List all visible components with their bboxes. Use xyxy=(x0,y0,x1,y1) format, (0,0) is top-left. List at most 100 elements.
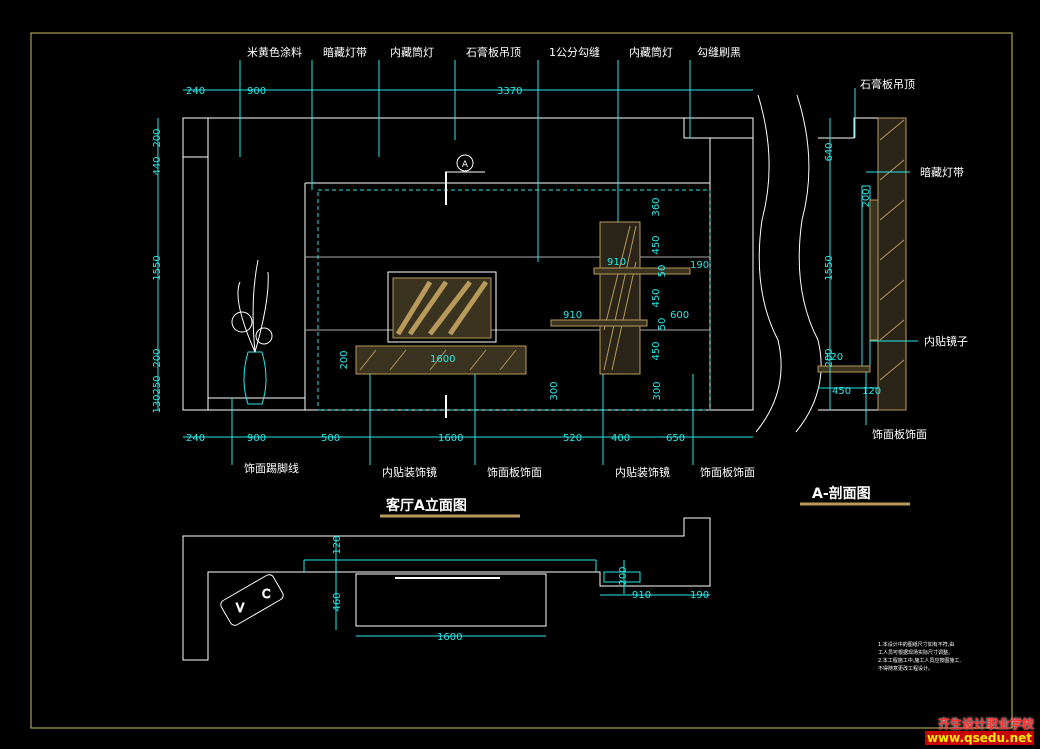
note-line-1: 1.本设计中的图纸尺寸如有不符,由 xyxy=(878,641,954,648)
dim-shelf-910: 910 xyxy=(563,310,582,321)
dim-shelf-190: 190 xyxy=(690,260,709,271)
dim-bottom-900: 900 xyxy=(247,433,266,444)
dim-col-360: 360 xyxy=(651,197,662,216)
break-lines xyxy=(755,94,822,433)
drawing-frame xyxy=(30,32,1013,729)
dimension-lines xyxy=(157,89,878,637)
dim-left-1550: 1550 xyxy=(152,255,163,280)
plan-view: V C xyxy=(182,517,711,661)
dim-col-450c: 450 xyxy=(651,341,662,360)
dim-col-450b: 450 xyxy=(651,288,662,307)
shelf-middle xyxy=(550,319,648,327)
dim-cabinet-1600: 1600 xyxy=(430,354,455,365)
dim-plan-910: 910 xyxy=(632,590,651,601)
dim-cabinet-200: 200 xyxy=(339,350,350,369)
hidden-light-strip xyxy=(317,189,711,411)
label-mirror-1: 内贴装饰镜 xyxy=(382,465,437,479)
note-line-2: 工人员可根据现场实际尺寸调整。 xyxy=(878,649,953,656)
dim-section-120: 120 xyxy=(862,386,881,397)
tv-set xyxy=(387,271,497,343)
break-line-2 xyxy=(795,94,822,433)
dim-section-200: 200 xyxy=(824,348,835,367)
dim-section-640: 640 xyxy=(824,142,835,161)
label-mirror-2: 内贴装饰镜 xyxy=(615,465,670,479)
dim-left-200: 200 xyxy=(152,128,163,147)
section-label-light-strip: 暗藏灯带 xyxy=(920,165,964,179)
dim-left-200b: 200 xyxy=(152,348,163,367)
plan-cabinet xyxy=(355,573,547,627)
dim-section-120b: 120 xyxy=(824,352,843,363)
plan-sofa-symbol xyxy=(220,574,284,626)
shelf-top xyxy=(593,267,691,275)
dim-left-440: 440 xyxy=(152,156,163,175)
vase-flower-2 xyxy=(255,327,273,345)
dim-section-200b: 200 xyxy=(861,188,872,207)
dim-left-130: 130 xyxy=(152,394,163,413)
dim-bottom-650: 650 xyxy=(666,433,685,444)
plan-marker-v: V xyxy=(236,601,245,615)
dim-plan-460: 460 xyxy=(332,592,343,611)
section-cabinet xyxy=(817,365,871,373)
dim-cabinet-300: 300 xyxy=(549,381,560,400)
vase-flower-1 xyxy=(231,311,253,333)
dim-top-240: 240 xyxy=(186,86,205,97)
label-gypsum-ceiling: 石膏板吊顶 xyxy=(466,45,521,59)
dim-bottom-500: 500 xyxy=(321,433,340,444)
dim-bottom-400: 400 xyxy=(611,433,630,444)
watermark-school: 齐生设计职业学校 xyxy=(937,717,1034,731)
note-line-4: 不得随意更改工程设计。 xyxy=(878,665,933,672)
tv-cabinet-hatch xyxy=(359,349,517,371)
break-line-1 xyxy=(755,94,782,433)
section-label-veneer: 饰面板饰面 xyxy=(872,427,927,441)
section-mirror xyxy=(869,199,879,341)
watermark-url: www.qsedu.net xyxy=(924,731,1034,745)
section-wall-hatch xyxy=(879,119,905,381)
dim-section-1550: 1550 xyxy=(824,255,835,280)
section-ceiling xyxy=(818,117,878,139)
dim-plan-1600: 1600 xyxy=(437,632,462,643)
section-panel xyxy=(861,185,871,367)
dim-shelf-600: 600 xyxy=(670,310,689,321)
section-label-ceiling: 石膏板吊顶 xyxy=(860,77,915,91)
label-recessed-downlight-2: 内藏筒灯 xyxy=(629,45,673,59)
section-label-mirror: 内贴镜子 xyxy=(924,334,968,348)
dim-col-50: 50 xyxy=(657,265,668,278)
wall-shelves xyxy=(550,221,691,375)
tv-reflection xyxy=(395,280,489,336)
dim-top-900: 900 xyxy=(247,86,266,97)
label-1cm-groove: 1公分勾缝 xyxy=(549,45,600,59)
decorative-vase xyxy=(231,259,273,405)
leader-lines xyxy=(231,60,918,465)
label-beige-paint: 米黄色涂料 xyxy=(247,45,302,59)
tv-frame xyxy=(387,271,497,343)
tv-cabinet-body xyxy=(355,345,527,375)
marker-label: A xyxy=(462,160,469,170)
label-groove-black: 勾缝刷黑 xyxy=(697,45,741,59)
plan-marker-c: C xyxy=(262,587,270,601)
label-veneer-1: 饰面板饰面 xyxy=(487,465,542,479)
dim-bottom-1600: 1600 xyxy=(438,433,463,444)
dim-plan-200: 200 xyxy=(618,566,629,585)
plan-outline xyxy=(182,517,711,661)
shelf-column-hatch xyxy=(603,225,637,371)
dim-left-250: 250 xyxy=(152,375,163,394)
dim-plan-190: 190 xyxy=(690,590,709,601)
dim-bottom-240: 240 xyxy=(186,433,205,444)
dim-col-450: 450 xyxy=(651,235,662,254)
tv-cabinet xyxy=(355,345,527,375)
plan-shelf xyxy=(603,571,641,583)
label-veneer-2: 饰面板饰面 xyxy=(700,465,755,479)
dim-section-450: 450 xyxy=(832,386,851,397)
dim-top-3370: 3370 xyxy=(497,86,522,97)
label-hidden-light-strip: 暗藏灯带 xyxy=(323,45,367,59)
vase-stems xyxy=(237,259,269,353)
section-view xyxy=(817,117,907,411)
dim-shelf-910-top: 910 xyxy=(607,257,626,268)
vase-body xyxy=(243,351,267,405)
label-skirting: 饰面踢脚线 xyxy=(244,461,299,475)
elevation-view xyxy=(182,117,754,411)
plan-mirror-line xyxy=(303,559,597,572)
note-line-3: 2.本工程施工中,施工人员应按图施工, xyxy=(878,657,961,664)
section-title: A-剖面图 xyxy=(812,485,871,502)
